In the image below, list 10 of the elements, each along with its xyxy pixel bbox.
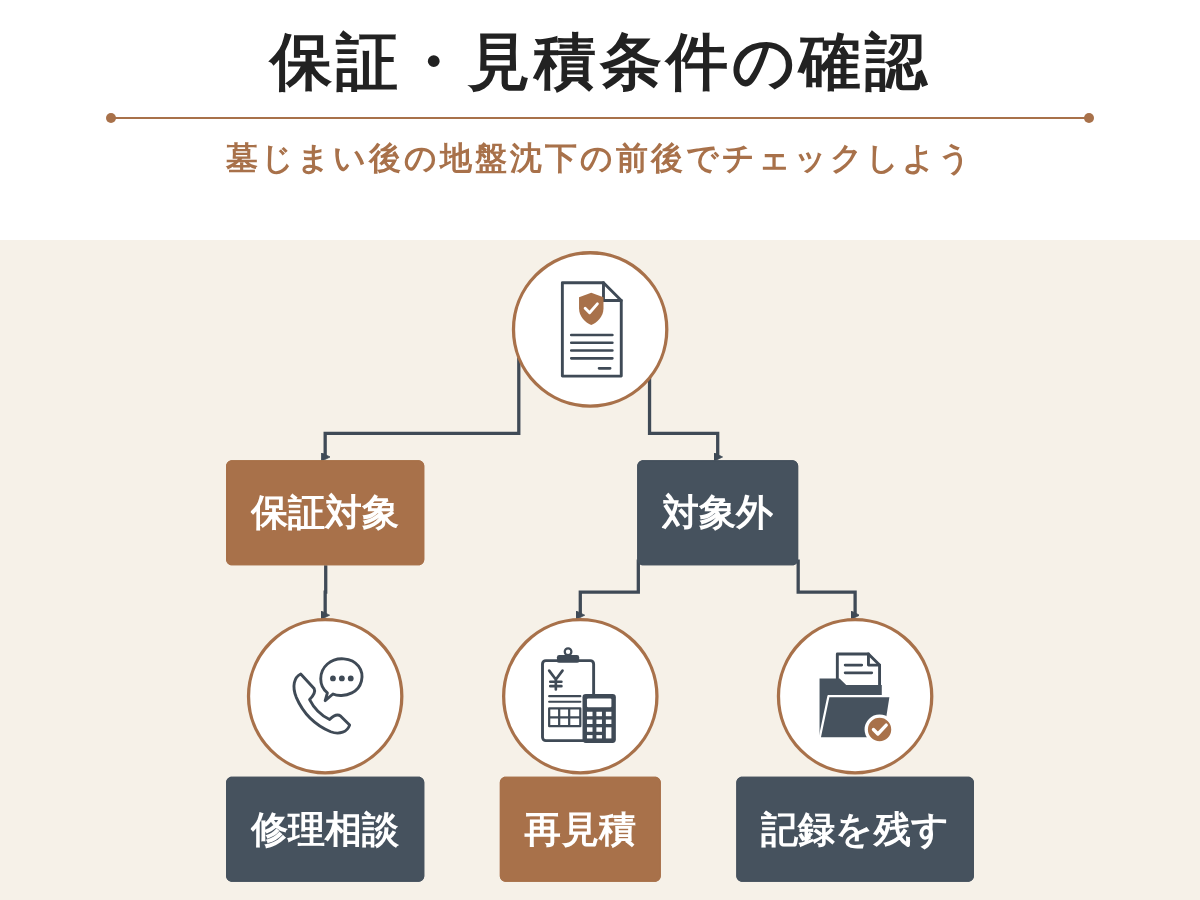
arrow: [575, 559, 640, 620]
node-circle: [511, 251, 669, 408]
arrow: [320, 565, 330, 620]
node-circle: [502, 617, 659, 775]
subtitle: 墓じまい後の地盤沈下の前後でチェックしよう: [226, 138, 974, 179]
node-circle: [776, 617, 934, 775]
arrow: [796, 559, 860, 620]
node-circle: [246, 617, 404, 775]
arrow: [647, 377, 723, 462]
title: 保証・見積条件の確認: [269, 24, 931, 100]
